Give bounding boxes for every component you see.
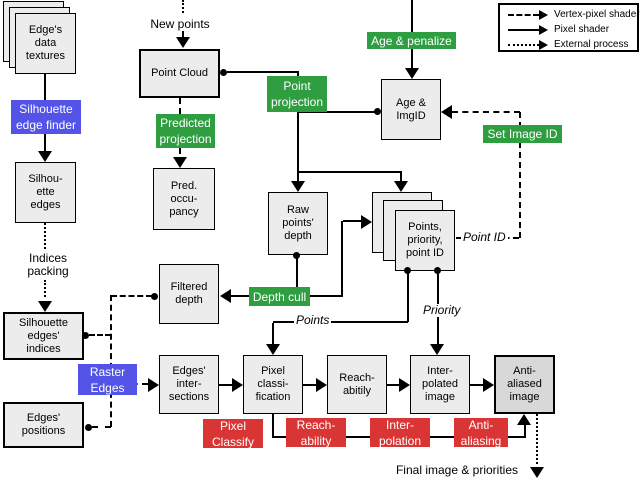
arrowhead — [266, 344, 280, 355]
node-point-cloud: Point Cloud — [139, 49, 220, 98]
port-dot — [374, 108, 381, 115]
arrowhead — [316, 378, 327, 392]
connector-row-4 — [470, 384, 484, 386]
arrowhead — [405, 68, 419, 79]
annotation-points: Points — [294, 313, 332, 327]
node-pixel-classification: Pixel classi- fication — [243, 355, 303, 414]
connector-pointcloud-right — [227, 71, 299, 73]
connector-row-3 — [387, 384, 400, 386]
label-point-projection: Point projection — [267, 76, 327, 112]
port-dot — [293, 252, 300, 259]
node-edges-intersections: Edges' inter- sections — [159, 355, 219, 414]
dotted-new-points — [182, 0, 184, 13]
arrowhead — [176, 37, 190, 48]
node-points-priority-point-id: Points, priority, point ID — [395, 210, 455, 271]
dashed-indices-out — [89, 334, 111, 336]
node-interpolated-image: Inter- polated image — [410, 355, 470, 414]
connector-points-v2 — [272, 323, 274, 344]
connector-row-2 — [303, 384, 317, 386]
legend-arrowhead — [539, 25, 548, 35]
arrowhead — [530, 467, 544, 478]
connector-new-points — [182, 31, 184, 38]
arrowhead — [220, 289, 231, 303]
legend-solid-sample — [508, 29, 539, 31]
legend-label-external-process: External process — [554, 39, 629, 50]
dotted-indices-packing-top — [44, 223, 46, 249]
connector-depthcull-up — [341, 221, 343, 297]
legend-label-pixel-shader: Pixel shader — [554, 24, 610, 35]
port-dot — [220, 69, 227, 76]
arrowhead — [361, 215, 372, 229]
connector-chain-up — [524, 425, 526, 436]
dashed-set-image-id-v — [519, 112, 521, 238]
annotation-point-id: Point ID — [461, 230, 508, 244]
connector-to-age-imgid — [299, 111, 375, 113]
connector-point-projection-v — [297, 71, 299, 181]
dotted-final-output — [536, 414, 538, 464]
annotation-indices-packing: Indices packing — [27, 251, 69, 278]
node-reachability: Reach- abitily — [327, 355, 387, 414]
label-interpolation: Inter- polation — [370, 418, 430, 448]
port-dot — [82, 332, 89, 339]
legend-arrowhead — [539, 10, 548, 20]
label-depth-cull: Depth cull — [249, 287, 310, 306]
label-silhouette-edge-finder: Silhouette edge finder — [11, 100, 81, 134]
dashed-filtered-depth-out — [111, 295, 152, 297]
node-pred-occupancy: Pred. occu- pancy — [153, 168, 215, 230]
legend-dashed-sample — [508, 14, 539, 16]
node-raw-points-depth: Raw points' depth — [268, 192, 328, 255]
label-reachability: Reach- ability — [286, 418, 346, 448]
label-set-image-id: Set Image ID — [483, 125, 562, 143]
dashed-raster-bus — [110, 295, 112, 427]
arrowhead — [232, 378, 243, 392]
annotation-new-points: New points — [150, 17, 210, 31]
arrowhead — [441, 105, 452, 119]
port-dot — [434, 267, 441, 274]
connector-to-points-stack-v — [400, 173, 402, 181]
arrowhead — [148, 378, 159, 392]
label-raster-edges: Raster Edges — [78, 364, 137, 395]
arrowhead — [517, 414, 531, 425]
port-dot — [151, 293, 158, 300]
node-edges-positions: Edges' positions — [3, 402, 84, 448]
legend: Vertex-pixel shader Pixel shader Externa… — [498, 3, 640, 52]
dashed-positions-out — [92, 426, 111, 428]
connector-points-h — [273, 321, 408, 323]
arrowhead — [430, 344, 444, 355]
legend-arrowhead — [539, 40, 548, 50]
node-antialiased-image: Anti- aliased image — [494, 355, 555, 414]
label-age-penalize: Age & penalize — [367, 32, 456, 49]
arrowhead — [483, 378, 494, 392]
arrowhead — [394, 181, 408, 192]
label-predicted-projection: Predicted projection — [156, 114, 215, 148]
connector-points-v1 — [407, 271, 409, 322]
legend-label-vertex-pixel-shader: Vertex-pixel shader — [554, 9, 640, 20]
dashed-set-image-id-h — [452, 111, 520, 113]
port-dot — [404, 267, 411, 274]
arrowhead — [399, 378, 410, 392]
connector-row-1 — [219, 384, 233, 386]
arrowhead — [38, 151, 52, 162]
connector-depth-cull-v — [296, 255, 298, 296]
annotation-priority: Priority — [421, 303, 463, 317]
dotted-indices-packing-bottom — [44, 280, 46, 297]
annotation-final-image: Final image & priorities — [395, 463, 519, 477]
port-dot — [85, 424, 92, 431]
connector-chain-down — [272, 414, 274, 438]
label-antialiasing: Anti- aliasing — [454, 418, 508, 448]
arrowhead — [38, 301, 52, 312]
label-pixel-classify: Pixel Classify — [203, 419, 263, 449]
connector-depthcull-to-stack — [343, 220, 361, 222]
node-silhouette-edges: Silhou- ette edges — [15, 162, 76, 223]
node-age-imgid: Age & ImgID — [381, 79, 441, 140]
node-filtered-depth: Filtered depth — [159, 264, 219, 324]
arrowhead — [291, 181, 305, 192]
legend-dotted-sample — [508, 44, 539, 46]
arrowhead — [173, 157, 187, 168]
node-edges-data-textures: Edge's data textures — [15, 13, 76, 74]
connector-to-points-stack-h — [299, 171, 402, 173]
node-silhouette-edges-indices: Silhouette edges' indices — [3, 312, 84, 360]
